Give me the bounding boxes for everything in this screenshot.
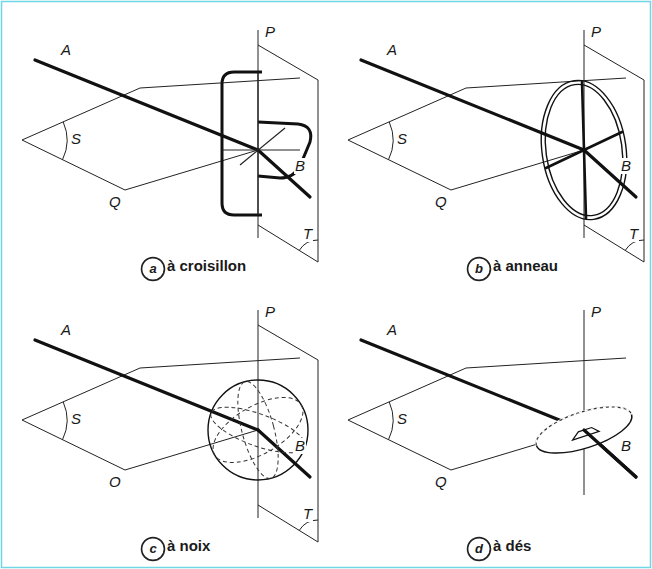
geometry-letter: B <box>620 158 632 174</box>
panel-letter: d <box>466 536 492 562</box>
geometry-letter: Q <box>434 194 448 210</box>
geometry-letter: S <box>70 131 82 147</box>
geometry-letter: P <box>590 24 602 40</box>
geometry-letter: B <box>620 438 632 454</box>
geometry-letter: B <box>294 438 306 454</box>
geometry-letter: S <box>396 131 408 147</box>
geometry-letter: T <box>628 226 639 242</box>
geometry-letter: Q <box>108 194 122 210</box>
panel-letter: a <box>140 256 166 282</box>
joint-caption: à croisillon <box>166 258 247 274</box>
joint-caption: à dés <box>492 538 532 554</box>
geometry-letter: T <box>302 226 313 242</box>
panel-letter-circle: d <box>466 536 492 562</box>
geometry-letter: T <box>302 506 313 522</box>
joint-caption: à anneau <box>492 258 559 274</box>
geometry-letter: P <box>264 304 276 320</box>
geometry-letter: S <box>70 411 82 427</box>
geometry-letter: B <box>294 158 306 174</box>
panel-letter-circle: a <box>140 256 166 282</box>
panel-letter: b <box>466 256 492 282</box>
panel-letter: c <box>140 536 166 562</box>
geometry-letter: P <box>590 304 602 320</box>
geometry-letter: Q <box>434 474 448 490</box>
geometry-letter: P <box>264 24 276 40</box>
geometry-letter: A <box>386 322 398 338</box>
geometry-letter: A <box>386 42 398 58</box>
geometry-letter: A <box>60 42 72 58</box>
panel-letter-circle: c <box>140 536 166 562</box>
geometry-letter: O <box>108 474 122 490</box>
geometry-letter: A <box>60 322 72 338</box>
panel-letter-circle: b <box>466 256 492 282</box>
joint-caption: à noix <box>166 538 211 554</box>
geometry-letter: S <box>396 411 408 427</box>
